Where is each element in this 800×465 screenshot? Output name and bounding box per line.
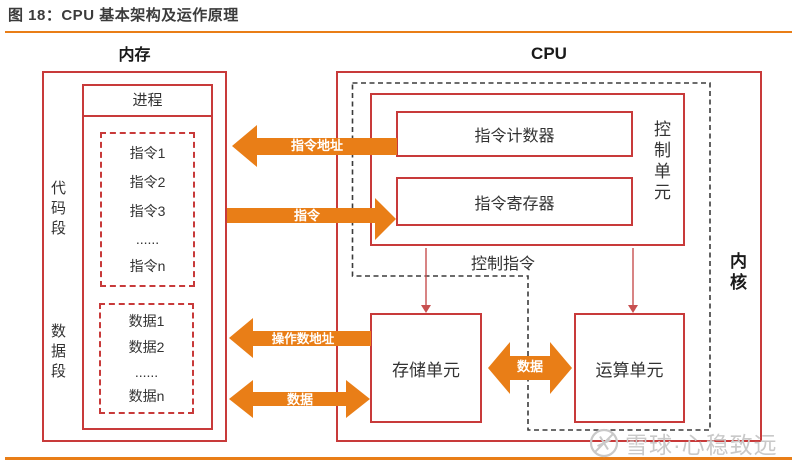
watermark-text: 雪球·心稳致远 (625, 432, 778, 458)
instruction-item: 指令1 (129, 145, 166, 162)
instruction-item: 指令n (129, 257, 166, 274)
instruction-item-ellipsis: ...... (135, 230, 160, 247)
memory-title: 内存 (118, 47, 151, 64)
data-memory-arrow-label: 数据 (286, 392, 313, 407)
instruction-arrow-label: 指令 (293, 208, 320, 223)
storage-unit-box: 存储单元 (370, 313, 482, 423)
alu-unit-box: 运算单元 (574, 313, 685, 423)
watermark: 雪球·心稳致远 (588, 426, 778, 460)
operand-address-arrow-label: 操作数地址 (271, 332, 335, 346)
instruction-item: 指令3 (129, 203, 166, 220)
instruction-item: 指令2 (129, 174, 166, 191)
cpu-title: CPU (531, 44, 567, 63)
top-divider-line (5, 31, 792, 33)
code-segment-box: 指令1 指令2 指令3 ...... 指令n (100, 132, 195, 287)
cpu-box (336, 71, 762, 442)
control-unit-label: 控制单元 (651, 120, 670, 204)
control-instruction-label: 控制指令 (470, 256, 535, 273)
figure-title: 图 18：CPU 基本架构及运作原理 (8, 7, 239, 24)
data-segment-box: 数据1 数据2 ...... 数据n (99, 303, 194, 414)
snowball-logo-icon (589, 428, 619, 458)
data-internal-arrow-label: 数据 (516, 359, 543, 374)
process-header-label: 进程 (84, 86, 211, 117)
data-item-ellipsis: ...... (134, 363, 159, 380)
data-item: 数据1 (128, 313, 165, 330)
memory-box (42, 71, 227, 442)
core-label: 内核 (727, 252, 746, 294)
data-segment-label: 数据段 (49, 323, 66, 383)
process-box: 进程 (82, 84, 213, 430)
instruction-counter-box: 指令计数器 (396, 111, 633, 157)
bottom-divider-line (5, 457, 792, 460)
instruction-address-arrow-label: 指令地址 (290, 138, 343, 153)
code-segment-label: 代码段 (49, 180, 66, 240)
instruction-register-box: 指令寄存器 (396, 177, 633, 226)
data-item: 数据2 (128, 339, 165, 356)
data-item: 数据n (128, 387, 165, 404)
